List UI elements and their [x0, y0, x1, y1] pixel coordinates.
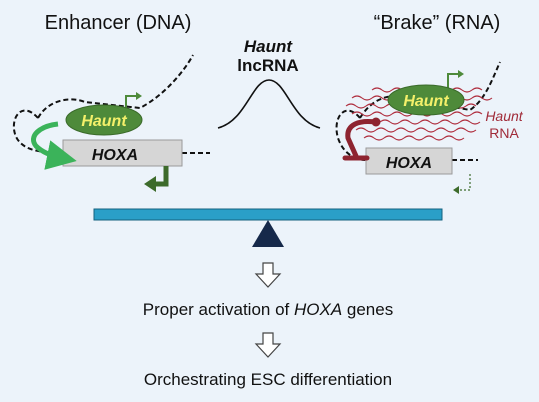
down-arrow-1 — [254, 262, 282, 288]
left-gene-box — [62, 139, 183, 167]
left-gene-label: HOXA — [92, 147, 138, 164]
down-arrow-2 — [254, 332, 282, 358]
left-haunt-promoter-arrow — [125, 95, 138, 112]
step2-text: Orchestrating ESC differentiation — [144, 370, 392, 389]
left-title: Enhancer (DNA) — [45, 12, 192, 34]
brake-knob — [371, 117, 381, 127]
left-activation-arrow — [31, 121, 77, 170]
right-hoxa-weak-arrow — [458, 174, 471, 191]
left-dna-loop-left — [12, 109, 59, 154]
step1-prefix: Proper activation of — [143, 300, 294, 319]
left-haunt-label: Haunt — [81, 113, 127, 130]
right-haunt-label: Haunt — [403, 93, 449, 110]
rna-label-rna: RNA — [489, 125, 519, 141]
right-title: “Brake” (RNA) — [374, 12, 501, 34]
center-title-haunt: Haunt — [244, 37, 294, 56]
left-haunt-promoter-head — [136, 92, 142, 100]
balance-fulcrum — [252, 220, 284, 247]
expression-curve — [217, 79, 321, 129]
balance-beam — [93, 208, 443, 221]
left-hoxa-transcription-head — [144, 176, 156, 192]
brake-arm — [345, 119, 378, 159]
right-gene-label: HOXA — [386, 155, 432, 172]
step1-text: Proper activation of HOXA genes — [143, 300, 393, 319]
step1-gene: HOXA — [294, 300, 342, 319]
step1-suffix: genes — [342, 300, 393, 319]
rna-label-haunt: Haunt — [485, 108, 523, 124]
left-haunt-enhancer — [65, 104, 143, 136]
right-gene-box — [365, 147, 453, 175]
center-title-lncrna: lncRNA — [237, 56, 298, 75]
left-hoxa-transcription-arrow — [155, 166, 169, 187]
right-dna-loop — [335, 109, 367, 161]
right-hoxa-weak-head — [453, 186, 459, 194]
left-dna-loop-top — [37, 54, 194, 119]
right-haunt-promoter-arrow — [447, 73, 460, 90]
right-haunt-promoter-head — [458, 70, 464, 78]
right-haunt-enhancer — [387, 84, 465, 116]
